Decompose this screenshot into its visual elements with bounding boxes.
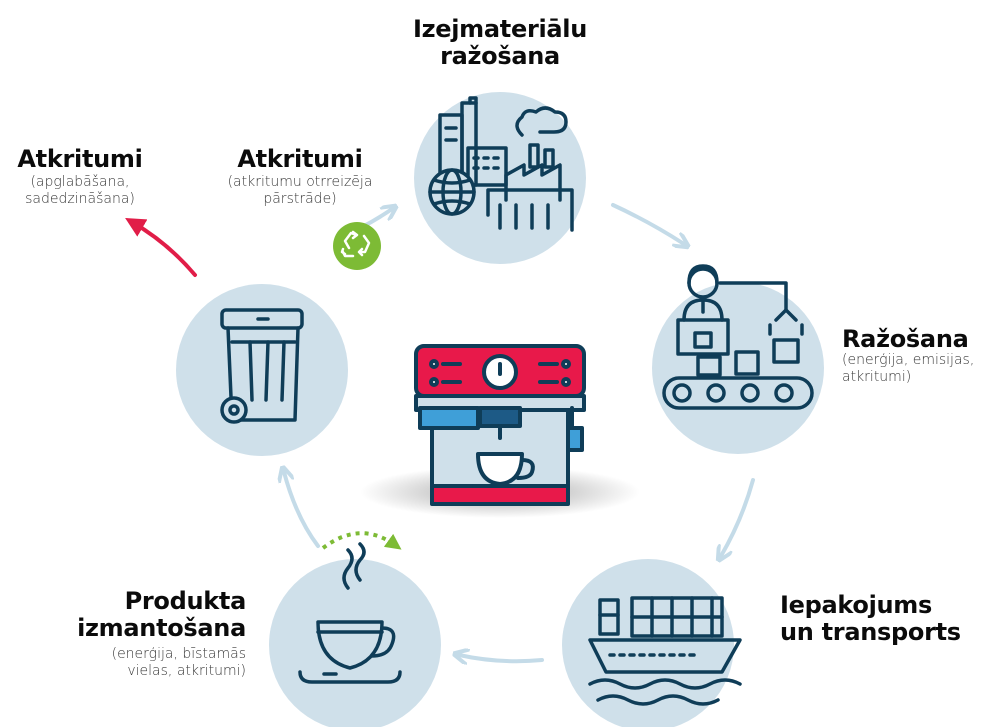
arrow-use-to-bin bbox=[284, 472, 320, 548]
waste-disposal-subtitle: (apglabāšana, sadedzināšana) bbox=[0, 174, 160, 208]
stage-packaging-title-line-1: Iepakojums bbox=[780, 591, 932, 619]
waste-recycling-subtitle: (atkritumu otrreizēja pārstrāde) bbox=[200, 174, 400, 208]
waste-recycling-title-text: Atkritumi bbox=[237, 145, 363, 173]
waste-disposal-sub-line-2: sadedzināšana) bbox=[25, 191, 135, 207]
waste-recycling-sub-line-1: (atkritumu otrreizēja bbox=[227, 174, 373, 190]
disposal-arrow bbox=[125, 217, 197, 277]
circle-production bbox=[652, 282, 824, 454]
wheelie-bin-icon bbox=[220, 308, 304, 424]
waste-disposal-sub-line-1: (apglabāšana, bbox=[30, 174, 130, 190]
waste-recycling-title: Atkritumi bbox=[205, 146, 395, 173]
waste-recycling-sub-line-2: pārstrāde) bbox=[263, 191, 337, 207]
waste-disposal-title: Atkritumi bbox=[0, 146, 160, 173]
cargo-ship-icon bbox=[588, 596, 742, 706]
stage-use-sub-line-1: (enerģija, bīstamās bbox=[111, 646, 246, 662]
stage-raw-title-line-1: Izejmateriālu bbox=[412, 15, 588, 43]
factory-icon bbox=[428, 96, 574, 232]
stage-raw-title-line-2: ražošana bbox=[440, 42, 560, 70]
stage-production-title: Ražošana bbox=[842, 326, 992, 353]
circle-raw-materials bbox=[414, 92, 586, 264]
stage-production-sub-line-2: atkritumi) bbox=[842, 369, 912, 385]
circle-waste-bin bbox=[176, 284, 348, 456]
stage-use-title-line-2: izmantošana bbox=[77, 614, 246, 642]
stage-use-subtitle: (enerģija, bīstamās vielas, atkritumi) bbox=[40, 646, 246, 680]
waste-disposal-title-text: Atkritumi bbox=[17, 145, 143, 173]
espresso-machine-icon bbox=[414, 344, 586, 506]
stage-use-title-line-1: Produkta bbox=[124, 587, 247, 615]
stage-raw-title: Izejmateriālu ražošana bbox=[395, 16, 605, 70]
arrow-raw-to-production bbox=[611, 203, 684, 244]
circle-product-use bbox=[269, 559, 441, 727]
coffee-cup-icon bbox=[298, 542, 402, 684]
recycle-icon bbox=[333, 222, 381, 270]
stage-use-sub-line-2: vielas, atkritumi) bbox=[127, 663, 246, 679]
stage-production-sub-line-1: (enerģija, emisijas, bbox=[842, 352, 975, 368]
stage-production-title-line-1: Ražošana bbox=[842, 325, 969, 353]
stage-packaging-title-line-2: un transports bbox=[780, 618, 961, 646]
stage-production-subtitle: (enerģija, emisijas, atkritumi) bbox=[842, 352, 994, 386]
stage-packaging-title: Iepakojums un transports bbox=[780, 592, 990, 646]
arrow-packaging-to-use bbox=[459, 655, 544, 661]
reuse-dotted-arrow bbox=[321, 531, 402, 550]
stage-use-title: Produkta izmantošana bbox=[40, 588, 246, 642]
arrow-production-to-packaging bbox=[721, 478, 755, 556]
assembly-line-icon bbox=[662, 264, 814, 410]
flow-arrows bbox=[284, 203, 755, 661]
